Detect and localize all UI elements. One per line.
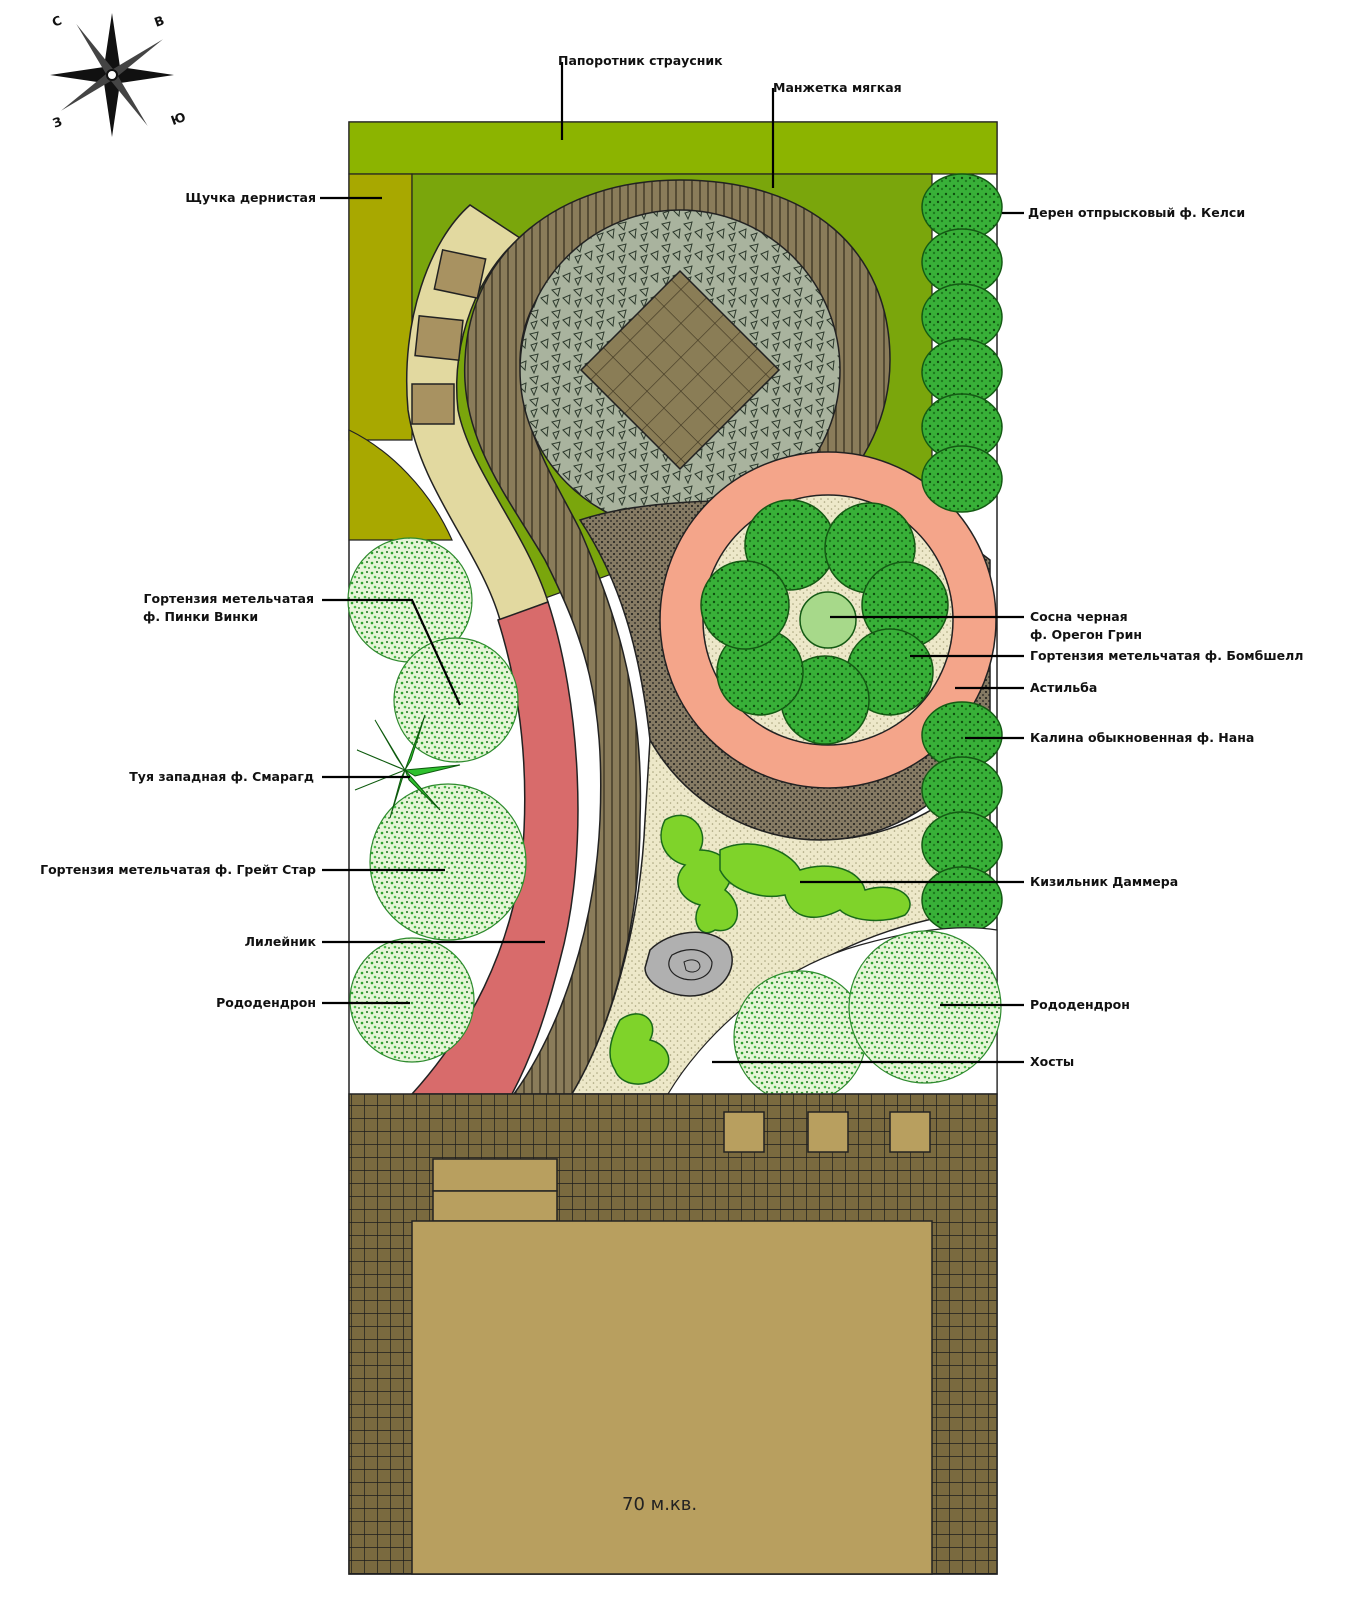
steps-lower: [432, 1190, 558, 1222]
label-hydrangea-pinky-line2: ф. Пинки Винки: [143, 609, 258, 624]
decorative-stone: [644, 931, 733, 997]
label-hydrangea-pinky-line1: Гортензия метельчатая: [144, 591, 314, 606]
area-label: 70 м.кв.: [622, 1494, 697, 1515]
label-hydrangea-bombshell: Гортензия метельчатая ф. Бомбшелл: [1030, 648, 1303, 663]
planter-box: [807, 1111, 849, 1153]
thuja-plant: [354, 714, 461, 819]
label-cotoneaster: Кизильник Даммера: [1030, 874, 1178, 889]
leader-lines: [320, 62, 1024, 1064]
stepping-stone: [433, 248, 487, 300]
label-pine-line1: Сосна черная: [1030, 609, 1128, 624]
stepping-stone: [414, 314, 464, 362]
label-daylily: Лилейник: [245, 934, 317, 949]
cornus-hedge: [921, 173, 1003, 513]
paver-square: [579, 269, 781, 471]
label-fern: Папоротник страусник: [558, 53, 723, 68]
lawn-left-corner: [348, 429, 453, 541]
label-hosta: Хосты: [1030, 1054, 1074, 1069]
label-pine-line2: ф. Орегон Грин: [1030, 627, 1142, 642]
compass-east: В: [152, 12, 166, 29]
deschampsia-bed: [348, 173, 413, 441]
label-viburnum: Калина обыкновенная ф. Нана: [1030, 730, 1254, 745]
planter-box: [889, 1111, 931, 1153]
compass-south: Ю: [169, 109, 188, 128]
label-rhododendron-left: Рододендрон: [216, 995, 316, 1010]
fern-bed: [348, 121, 998, 175]
label-hydrangea-great-star: Гортензия метельчатая ф. Грейт Стар: [40, 862, 316, 877]
compass-rose-icon: С В Ю З: [50, 12, 188, 137]
compass-west: З: [50, 113, 64, 130]
label-rhododendron-right: Рододендрон: [1030, 997, 1130, 1012]
viburnum-hedge: [921, 701, 1003, 934]
label-thuja: Туя западная ф. Смарагд: [129, 769, 314, 784]
label-alchemilla: Манжетка мягкая: [773, 80, 902, 95]
pine-rosette: [700, 499, 949, 745]
label-cornus: Дерен отпрысковый ф. Келси: [1028, 205, 1245, 220]
compass-north: С: [50, 12, 64, 29]
planter-box: [723, 1111, 765, 1153]
label-astilbe: Астильба: [1030, 680, 1097, 695]
steps-upper: [432, 1158, 558, 1192]
left-shrubs: [347, 537, 527, 1063]
label-deschampsia: Щучка дернистая: [185, 190, 316, 205]
right-shrubs: [733, 930, 1002, 1104]
house: [411, 1220, 933, 1575]
stepping-stone: [411, 383, 455, 425]
